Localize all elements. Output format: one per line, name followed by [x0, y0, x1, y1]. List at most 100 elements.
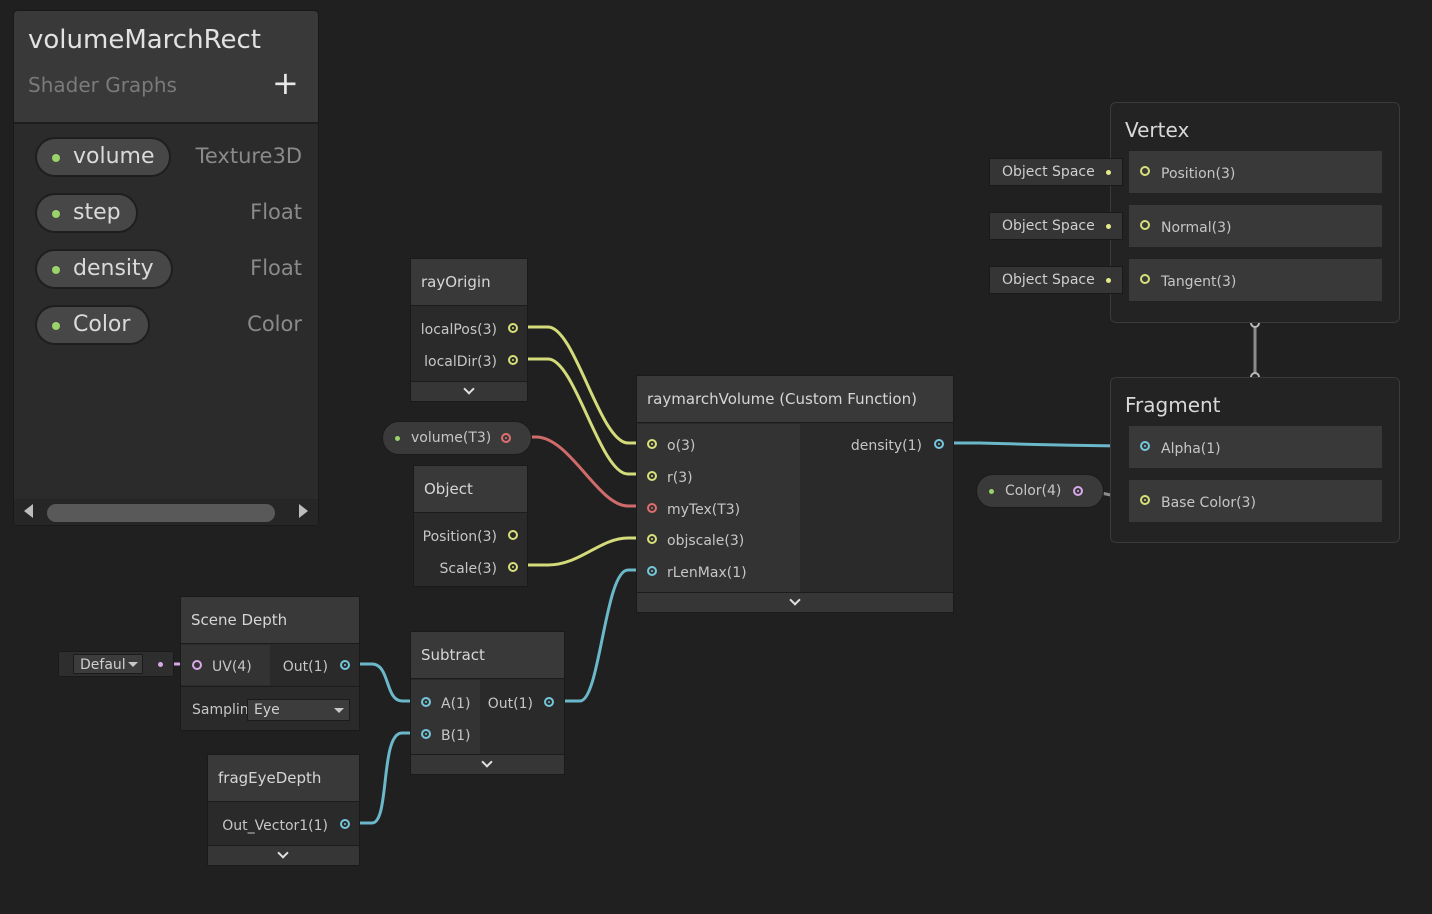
input-port-position[interactable] — [1140, 166, 1150, 176]
exposed-dot-icon — [989, 489, 994, 494]
uv-default-input[interactable]: Defaul — [58, 651, 174, 677]
output-port-localdir[interactable] — [508, 355, 518, 365]
node-title: rayOrigin — [411, 259, 527, 306]
node-object[interactable]: Object Position(3) Scale(3) — [413, 465, 528, 587]
node-input-column — [637, 424, 800, 592]
uv-default-dropdown[interactable]: Defaul — [73, 654, 143, 674]
input-port-b[interactable] — [421, 729, 431, 739]
node-raymarch-volume[interactable]: raymarchVolume (Custom Function) o(3) r(… — [636, 375, 954, 613]
wire-scale-to-objscale — [518, 536, 650, 567]
input-port-mytex[interactable] — [647, 503, 657, 513]
add-property-button[interactable]: + — [272, 64, 299, 102]
blackboard-subtitle: Shader Graphs — [28, 73, 177, 97]
input-port-label: rLenMax(1) — [667, 565, 747, 581]
uv-default-connector-icon — [158, 662, 163, 667]
input-port-rlenmax[interactable] — [647, 566, 657, 576]
input-port-r[interactable] — [647, 471, 657, 481]
sampling-dropdown[interactable]: Eye — [247, 699, 350, 721]
input-port-a[interactable] — [421, 697, 431, 707]
space-label: Object Space — [1002, 218, 1095, 234]
exposed-dot-icon — [52, 322, 60, 330]
property-type: Color — [247, 312, 302, 336]
input-port-label: B(1) — [441, 728, 471, 744]
node-collapse-bar[interactable] — [411, 381, 527, 401]
property-node-color[interactable]: Color(4) — [976, 474, 1104, 508]
node-title: fragEyeDepth — [208, 755, 359, 802]
output-port-color[interactable] — [1073, 486, 1083, 496]
dropdown-arrow-icon — [128, 662, 138, 667]
output-port-label: density(1) — [850, 438, 922, 454]
blackboard-panel: volumeMarchRect Shader Graphs + volume T… — [13, 10, 319, 526]
blackboard-header — [14, 11, 318, 124]
node-title: Subtract — [411, 632, 564, 679]
output-port-label: Out_Vector1(1) — [222, 818, 328, 834]
wire-localdir-to-r — [518, 357, 650, 476]
node-title: raymarchVolume (Custom Function) — [637, 376, 953, 423]
tangent-space-input[interactable]: Object Space — [989, 266, 1123, 294]
property-name: step — [73, 200, 121, 225]
node-collapse-bar[interactable] — [637, 592, 953, 612]
fragment-slot-base-color[interactable]: Base Color(3) — [1129, 480, 1382, 522]
output-port-localpos[interactable] — [508, 323, 518, 333]
vertex-title: Vertex — [1125, 118, 1190, 142]
scroll-right-icon[interactable] — [299, 504, 308, 518]
output-port-depth[interactable] — [340, 660, 350, 670]
property-name: volume — [73, 144, 155, 169]
input-port-label: o(3) — [667, 438, 696, 454]
output-port-label: Out(1) — [487, 696, 533, 712]
scroll-left-icon[interactable] — [24, 504, 33, 518]
node-input-column — [411, 680, 480, 754]
space-label: Object Space — [1002, 164, 1095, 180]
vertex-slot-normal[interactable]: Normal(3) — [1129, 205, 1382, 247]
slot-label: Base Color(3) — [1161, 495, 1256, 511]
node-ray-origin[interactable]: rayOrigin localPos(3) localDir(3) — [410, 258, 528, 402]
fragment-slot-alpha[interactable]: Alpha(1) — [1129, 426, 1382, 468]
node-scene-depth[interactable]: Scene Depth UV(4) Out(1) Samplin Eye — [180, 596, 360, 731]
fragment-context-block[interactable]: Fragment Alpha(1) Base Color(3) — [1110, 377, 1400, 543]
property-pill-volume[interactable]: volume — [35, 137, 171, 177]
space-label: Object Space — [1002, 272, 1095, 288]
input-port-o[interactable] — [647, 439, 657, 449]
output-port-frag-eye-depth[interactable] — [340, 819, 350, 829]
input-port-normal[interactable] — [1140, 220, 1150, 230]
property-node-volume[interactable]: volume(T3) — [382, 421, 532, 455]
property-pill-color[interactable]: Color — [35, 305, 150, 345]
connector-dot-icon — [1106, 224, 1111, 229]
node-title: Object — [414, 466, 527, 513]
uv-default-value: Defaul — [80, 657, 126, 673]
input-port-uv[interactable] — [192, 660, 202, 670]
node-frag-eye-depth[interactable]: fragEyeDepth Out_Vector1(1) — [207, 754, 360, 866]
slot-label: Normal(3) — [1161, 220, 1232, 236]
input-port-objscale[interactable] — [647, 534, 657, 544]
property-type: Texture3D — [195, 144, 302, 168]
connector-dot-icon — [1106, 170, 1111, 175]
input-port-base-color[interactable] — [1140, 495, 1150, 505]
output-port-volume[interactable] — [501, 433, 511, 443]
output-port-subtract[interactable] — [544, 697, 554, 707]
slot-label: Alpha(1) — [1161, 441, 1221, 457]
node-collapse-bar[interactable] — [411, 754, 564, 774]
vertex-slot-tangent[interactable]: Tangent(3) — [1129, 259, 1382, 301]
input-port-label: r(3) — [667, 470, 693, 486]
position-space-input[interactable]: Object Space — [989, 158, 1123, 186]
sampling-label: Samplin — [192, 702, 249, 718]
sampling-value: Eye — [254, 702, 280, 718]
vertex-context-block[interactable]: Vertex Position(3) Normal(3) Tangent(3) — [1110, 102, 1400, 323]
property-pill-density[interactable]: density — [35, 249, 173, 289]
input-port-tangent[interactable] — [1140, 274, 1150, 284]
input-port-alpha[interactable] — [1140, 441, 1150, 451]
output-port-position[interactable] — [508, 530, 518, 540]
scrollbar-thumb[interactable] — [47, 504, 275, 522]
output-port-label: Position(3) — [422, 529, 497, 545]
output-port-scale[interactable] — [508, 562, 518, 572]
wire-localpos-to-o — [518, 325, 650, 445]
normal-space-input[interactable]: Object Space — [989, 212, 1123, 240]
property-pill-step[interactable]: step — [35, 193, 138, 233]
property-name: Color — [73, 312, 131, 337]
property-node-label: Color(4) — [1005, 483, 1062, 499]
chevron-down-icon — [481, 756, 493, 768]
node-subtract[interactable]: Subtract A(1) B(1) Out(1) — [410, 631, 565, 775]
node-collapse-bar[interactable] — [208, 845, 359, 865]
vertex-slot-position[interactable]: Position(3) — [1129, 151, 1382, 193]
output-port-density[interactable] — [934, 439, 944, 449]
